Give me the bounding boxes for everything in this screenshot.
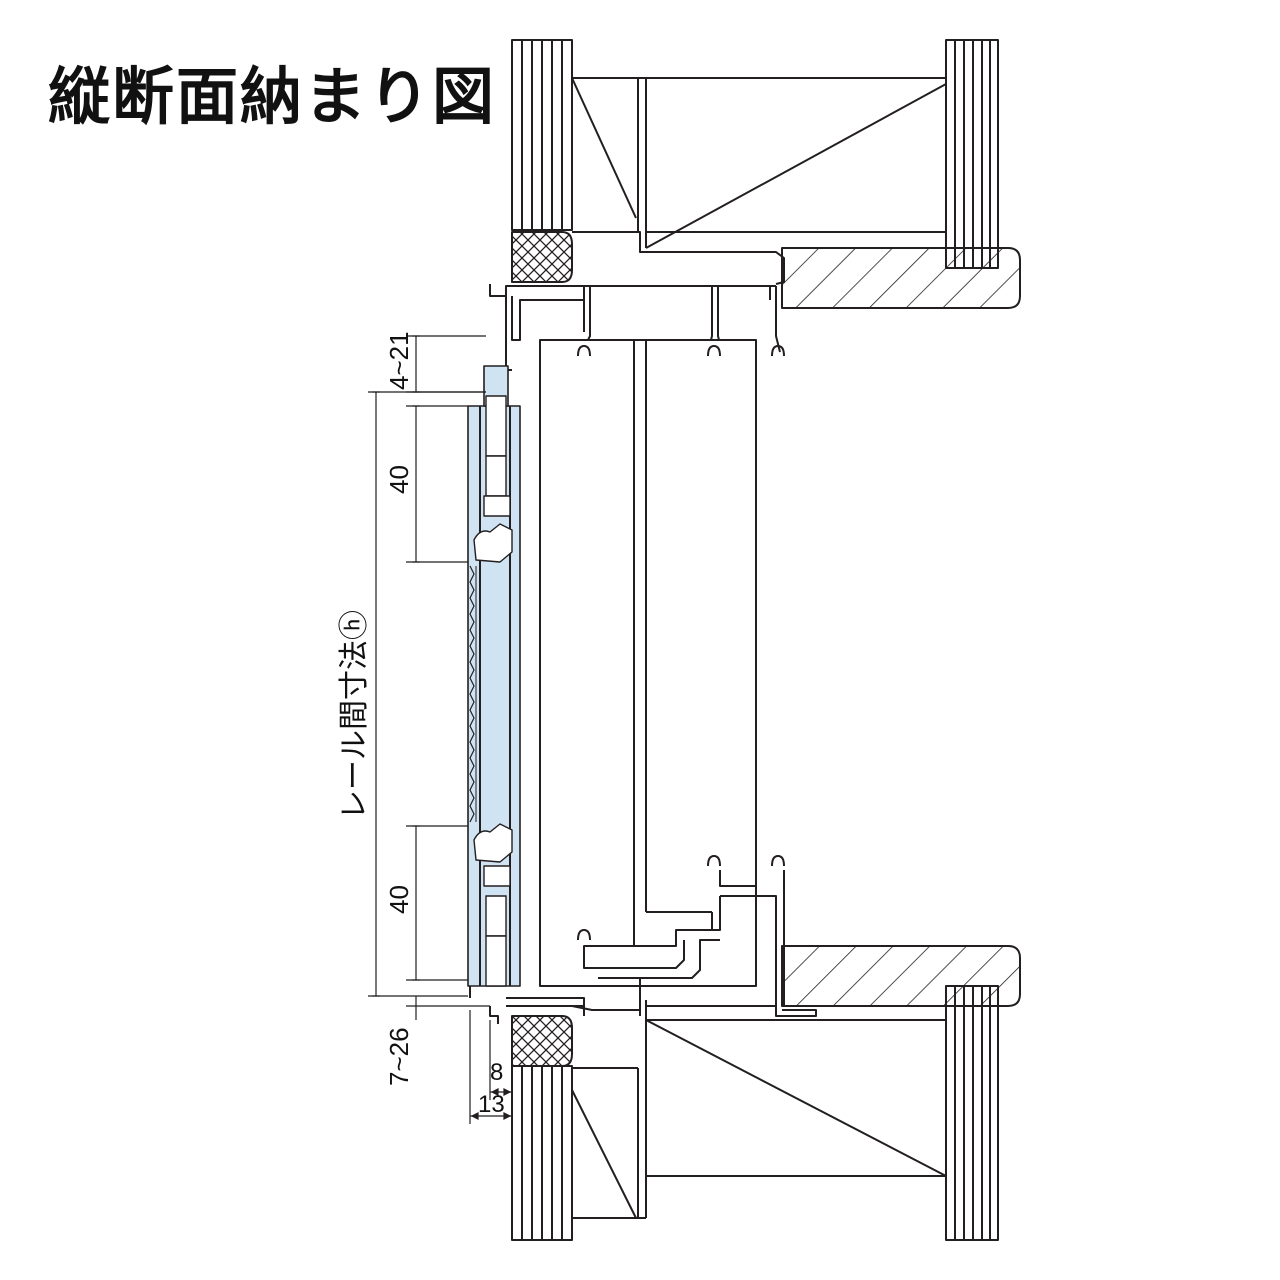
diagram-title: 縦断面納まり図 [48,60,497,133]
lower-sealant [511,1015,573,1067]
lower-sill [781,945,1021,1007]
window-sash [539,339,785,987]
dim-top-gap: 4~21 [384,331,414,390]
upper-sealant [511,231,573,283]
dim-width-a: 8 [490,1059,503,1086]
dim-upper-frame: 40 [384,465,414,494]
screen-guide [467,365,521,998]
upper-window-frame [571,77,947,268]
left-wall-bottom [511,1065,573,1241]
dim-rail-span: レール間寸法ⓗ [338,610,371,820]
lower-window-frame [571,1000,947,1219]
right-wall-top [945,39,999,269]
sill-rail-profile [489,870,817,1024]
dim-bottom-gap: 7~26 [384,1027,414,1086]
left-wall-top [511,39,573,231]
dim-width-b: 13 [478,1091,505,1118]
dimension-lines [368,335,513,1124]
dim-lower-frame: 40 [384,885,414,914]
right-wall-bottom [945,985,999,1241]
upper-sill [781,247,1021,309]
